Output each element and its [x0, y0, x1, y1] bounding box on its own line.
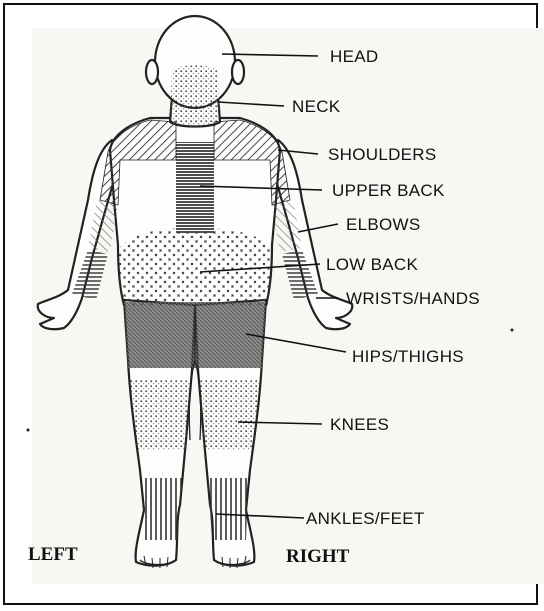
label-elbows: ELBOWS: [346, 215, 421, 234]
right-ankle-region: [208, 478, 248, 540]
label-head: HEAD: [330, 47, 378, 66]
label-upper-back: UPPER BACK: [332, 181, 445, 200]
right-ear: [232, 60, 244, 84]
label-low-back: LOW BACK: [326, 255, 419, 274]
label-shoulders: SHOULDERS: [328, 145, 437, 164]
upper-back-region: [176, 142, 214, 234]
label-wrists-hands: WRISTS/HANDS: [346, 289, 480, 308]
label-knees: KNEES: [330, 415, 389, 434]
scan-speck: [27, 429, 30, 432]
right-knee-region: [200, 380, 260, 450]
scan-speck: [511, 329, 514, 332]
left-knee-region: [130, 380, 190, 450]
side-label-right: RIGHT: [286, 546, 350, 567]
label-hips-thighs: HIPS/THIGHS: [352, 347, 464, 366]
label-neck: NECK: [292, 97, 341, 116]
label-ankles-feet: ANKLES/FEET: [306, 509, 425, 528]
left-ear: [146, 60, 158, 84]
neck-region: [170, 66, 220, 127]
side-label-left: LEFT: [28, 544, 78, 565]
low-back-region: [118, 228, 272, 305]
left-ankle-region: [142, 478, 182, 540]
